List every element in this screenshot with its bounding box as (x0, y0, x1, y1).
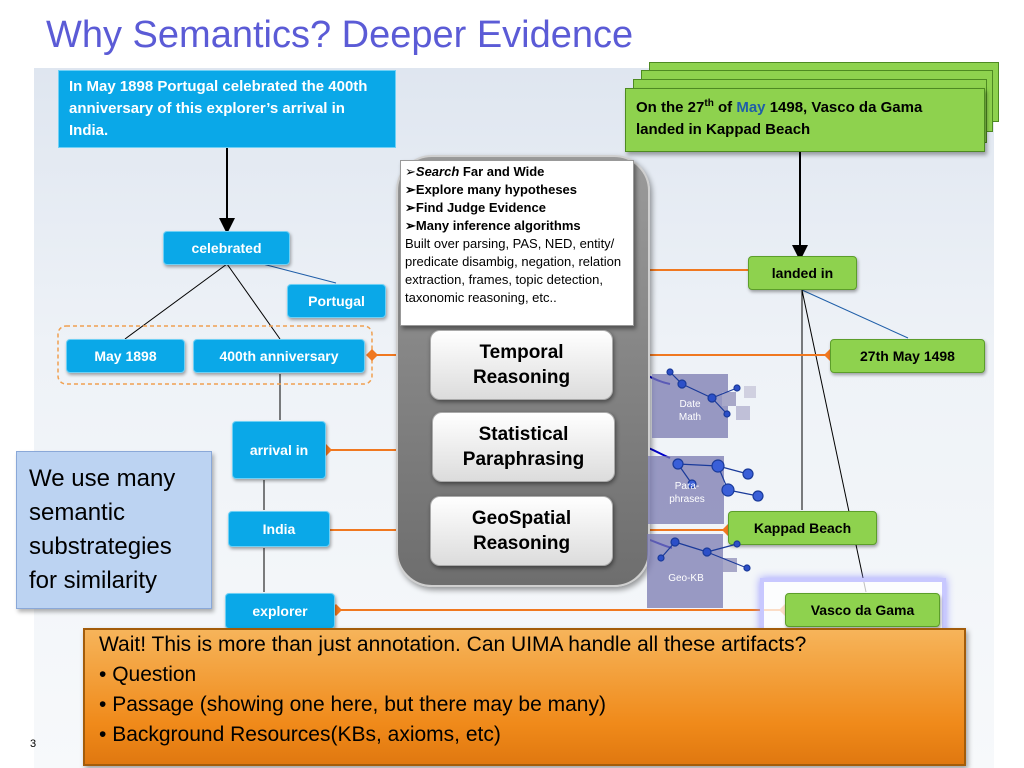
tree-edge (254, 261, 337, 284)
node-27th-may-1498[interactable]: 27th May 1498 (830, 339, 985, 373)
uima-bullet-text: Background Resources(KBs, axioms, etc) (112, 723, 501, 746)
bullet-arrow-icon: ➢ (405, 200, 416, 215)
bullet-arrow-icon: ➢ (405, 182, 416, 197)
paraphrases-resource[interactable]: Para-phrases (648, 444, 770, 524)
engine-notes: ➢Search Far and Wide ➢Explore many hypot… (400, 160, 634, 326)
passage-prefix: On the 27 (636, 99, 705, 116)
node-landed-in[interactable]: landed in (748, 256, 857, 290)
tree-edge (801, 289, 867, 593)
engine-note-search-rest: Far and Wide (459, 164, 545, 179)
uima-bullet: • Background Resources(KBs, axioms, etc) (99, 723, 501, 746)
node-arrival-in[interactable]: arrival in (232, 421, 326, 479)
paraphrases-label: Para-phrases (669, 481, 705, 505)
engine-note-algorithms: ➢Many inference algorithms (405, 217, 629, 235)
graph-network-icon (652, 368, 756, 438)
engine-note-search-italic: Search (415, 164, 460, 179)
engine-note-details: Built over parsing, PAS, NED, entity/ pr… (405, 236, 622, 305)
bullet-arrow-icon: ➢ (405, 164, 416, 179)
tree-edge (801, 289, 909, 339)
uima-bullet-text: Question (112, 663, 197, 686)
substrategies-callout: We use many semantic substrategies for s… (16, 451, 212, 609)
engine-note-explore-text: Explore many hypotheses (415, 182, 578, 197)
node-vasco-da-gama[interactable]: Vasco da Gama (785, 593, 940, 627)
engine-note-algorithms-text: Many inference algorithms (415, 218, 581, 233)
engine-note-explore: ➢Explore many hypotheses (405, 181, 629, 199)
geospatial-reasoning-button[interactable]: GeoSpatial Reasoning (430, 496, 613, 566)
temporal-reasoning-button[interactable]: Temporal Reasoning (430, 330, 613, 400)
passage-rest: 1498, Vasco da Gama landed in Kappad Bea… (636, 99, 923, 138)
geo-kb-resource[interactable]: Geo-KB (647, 528, 771, 608)
graph-network-icon (647, 534, 751, 608)
node-portugal[interactable]: Portugal (287, 284, 386, 318)
graph-network-icon (648, 456, 764, 524)
question-box: In May 1898 Portugal celebrated the 400t… (58, 70, 396, 148)
statistical-paraphrasing-button[interactable]: Statistical Paraphrasing (432, 412, 615, 482)
tree-edge (226, 263, 281, 340)
node-400th-anniversary[interactable]: 400th anniversary (193, 339, 365, 373)
engine-note-judge: ➢Find Judge Evidence (405, 199, 629, 217)
passage-of: of (717, 99, 733, 116)
passage-month: May (736, 99, 766, 116)
geo-kb-label: Geo-KB (668, 573, 704, 584)
slide-title: Why Semantics? Deeper Evidence (46, 14, 634, 56)
passage-superscript: th (704, 98, 714, 109)
node-india[interactable]: India (228, 511, 330, 547)
node-celebrated[interactable]: celebrated (163, 231, 290, 265)
uima-bullet-text: Passage (showing one here, but there may… (112, 693, 606, 716)
date-math-label: Date Math (678, 399, 702, 423)
slide-number: 3 (30, 738, 37, 750)
engine-note-judge-text: Find Judge Evidence (415, 200, 546, 215)
uima-bullet: • Passage (showing one here, but there m… (99, 693, 606, 716)
engine-note-search: ➢Search Far and Wide (405, 163, 629, 181)
passage-box: On the 27th of May 1498, Vasco da Gama l… (625, 88, 985, 152)
node-explorer[interactable]: explorer (225, 593, 335, 629)
tree-edge (124, 263, 228, 340)
bullet-arrow-icon: ➢ (405, 218, 416, 233)
date-math-resource[interactable]: Date Math (652, 364, 772, 438)
node-may-1898[interactable]: May 1898 (66, 339, 185, 373)
node-kappad-beach[interactable]: Kappad Beach (728, 511, 877, 545)
uima-heading: Wait! This is more than just annotation.… (99, 633, 807, 656)
uima-callout: Wait! This is more than just annotation.… (83, 628, 966, 766)
uima-bullet: • Question (99, 663, 197, 686)
